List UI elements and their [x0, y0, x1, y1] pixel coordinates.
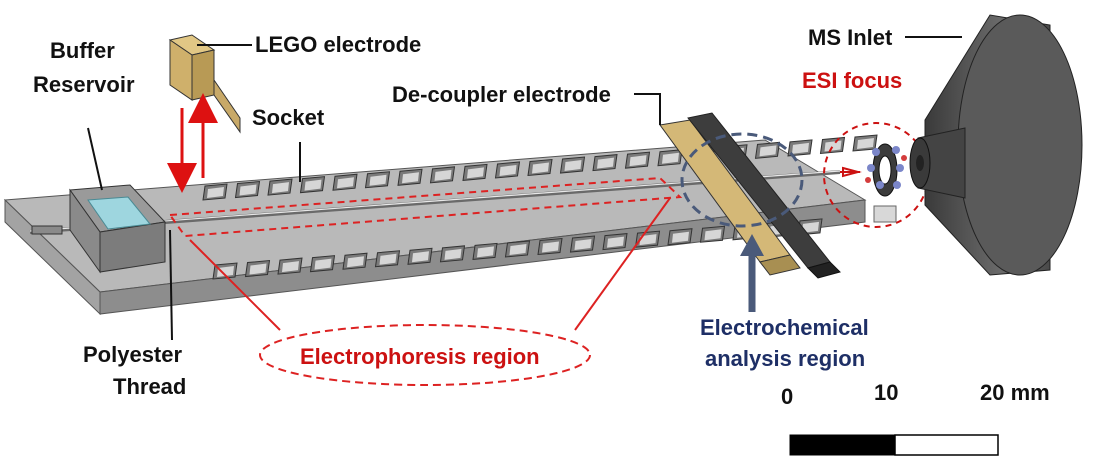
socket-inner — [207, 187, 224, 198]
socket-inner — [347, 256, 364, 268]
socket-inner — [272, 182, 289, 194]
socket-inner — [499, 164, 517, 176]
socket-inner — [857, 138, 874, 149]
socket-inner — [824, 140, 842, 152]
label-electrochemical-1: Electrochemical — [700, 315, 869, 340]
socket-inner — [304, 179, 322, 191]
electrophoresis-label-ellipse — [259, 324, 591, 386]
socket-inner — [314, 258, 332, 270]
socket-inner — [597, 157, 614, 169]
reservoir-leader-line — [87, 127, 103, 191]
socket-inner — [639, 234, 657, 246]
electrochem-arrow — [740, 234, 764, 312]
lego-electrode — [168, 34, 241, 134]
label-socket: Socket — [252, 105, 325, 130]
label-electrochemical-2: analysis region — [705, 346, 865, 371]
socket-inner — [509, 243, 527, 255]
label-buffer-reservoir-1: Buffer — [50, 38, 115, 63]
socket-inner — [564, 160, 582, 172]
label-electrophoresis-region: Electrophoresis region — [300, 344, 540, 369]
socket-inner — [802, 221, 819, 233]
socket-inner — [282, 261, 299, 273]
socket-inner — [662, 152, 679, 164]
scale-bar — [789, 434, 999, 456]
socket-inner — [467, 167, 484, 179]
socket-inner — [477, 246, 494, 258]
socket-inner — [759, 145, 777, 157]
socket-inner — [792, 142, 809, 154]
socket-inner — [607, 236, 624, 248]
scale-tick-20: 20 mm — [980, 380, 1050, 405]
decoupler-leader-line — [634, 93, 661, 125]
label-polyester-thread-2: Thread — [113, 374, 186, 399]
thread-leader-line — [169, 229, 173, 341]
socket-inner — [249, 263, 267, 275]
socket-inner — [337, 177, 354, 189]
socket-inner — [704, 229, 722, 241]
socket-inner — [629, 155, 647, 167]
socket-inner — [379, 253, 397, 265]
esi-emitter — [840, 143, 907, 223]
socket-inner — [444, 248, 462, 260]
label-polyester-thread-1: Polyester — [83, 342, 182, 367]
label-lego-electrode: LEGO electrode — [255, 32, 421, 57]
electrochemical-region-circle — [680, 132, 804, 228]
socket-inner — [412, 251, 429, 263]
socket-inner — [672, 231, 689, 243]
ms-inlet-cone — [909, 14, 1083, 276]
label-buffer-reservoir-2: Reservoir — [33, 72, 135, 97]
socket-inner — [239, 184, 257, 196]
socket-inner — [574, 239, 592, 251]
socket-inner — [532, 162, 549, 174]
socket-inner — [434, 169, 452, 181]
socket-inner — [217, 266, 234, 277]
label-ms-inlet: MS Inlet — [808, 25, 893, 50]
electrophoresis-box — [168, 176, 683, 238]
label-decoupler-electrode: De-coupler electrode — [392, 82, 611, 107]
scale-tick-0: 0 — [781, 384, 793, 409]
label-esi-focus: ESI focus — [802, 68, 902, 93]
socket-inner — [542, 241, 559, 253]
buffer-reservoir — [31, 184, 167, 274]
socket-inner — [369, 174, 387, 186]
socket-inner — [402, 172, 419, 184]
scale-tick-10: 10 — [874, 380, 898, 405]
